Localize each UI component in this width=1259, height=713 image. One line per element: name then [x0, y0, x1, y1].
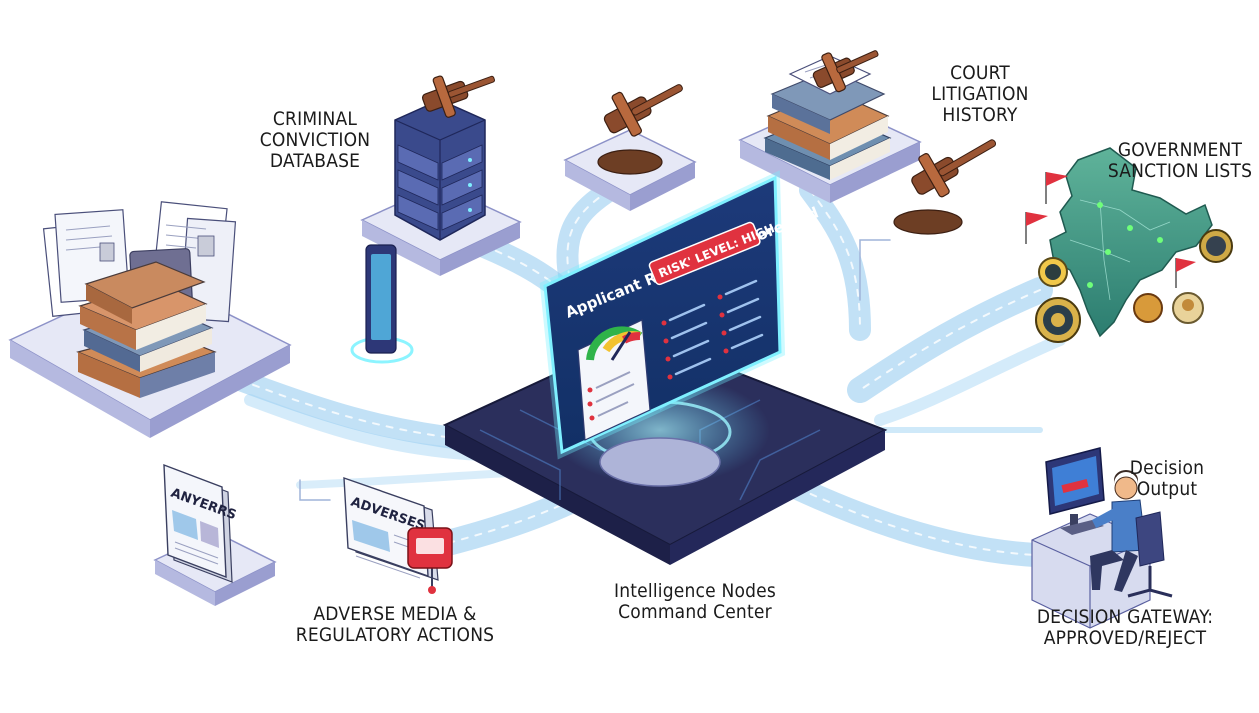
gavel-standalone	[893, 139, 997, 235]
label-line: CRIMINAL	[272, 108, 358, 130]
label-line: REGULATORY ACTIONS	[295, 624, 495, 646]
label-criminal-conviction-database: CRIMINAL CONVICTION DATABASE	[250, 109, 380, 172]
person-icon	[1090, 470, 1147, 592]
government-sanctions	[1025, 147, 1233, 343]
newspaper-icon: ANYERRS	[163, 463, 238, 583]
gavel-icon	[812, 50, 879, 93]
phone-icon	[350, 244, 414, 364]
gavel-hub-platform	[563, 84, 697, 211]
label-line: DECISION GATEWAY:	[1036, 606, 1214, 628]
gavel-icon	[421, 75, 495, 118]
label-line: Decision	[1129, 457, 1205, 479]
label-line: Intelligence Nodes	[613, 580, 777, 602]
label-command-center: Intelligence Nodes Command Center	[600, 581, 790, 623]
criminal-database-platform	[360, 75, 522, 276]
label-line: Output	[1136, 478, 1198, 500]
alert-icon	[407, 527, 453, 594]
stream-gavel-hub	[556, 179, 621, 291]
adverse-media-left: ANYERRS	[153, 463, 277, 606]
label-line: COURT	[950, 62, 1010, 84]
gavel-icon	[911, 139, 997, 198]
label-line: APPROVED/REJECT	[1043, 627, 1207, 649]
label-line: LITIGATION	[931, 83, 1029, 105]
label-line: ADVERSE MEDIA &	[313, 603, 477, 625]
seal-icon	[1035, 229, 1233, 343]
computer-workstation-icon	[1045, 447, 1105, 535]
label-adverse-media: ADVERSE MEDIA & REGULATORY ACTIONS	[290, 604, 500, 646]
gavel-icon	[603, 84, 683, 137]
label-line: Command Center	[618, 601, 772, 623]
stream-government	[847, 277, 1053, 403]
adverse-media-center: ADVERSES	[343, 476, 453, 594]
label-government-sanction-lists: GOVERNMENT SANCTION LISTS	[1105, 140, 1255, 182]
label-line: CONVICTION	[259, 129, 371, 151]
decision-workstation	[1031, 447, 1173, 629]
scorecard-rows	[668, 279, 764, 376]
label-decision-gateway: DECISION GATEWAY: APPROVED/REJECT	[1025, 607, 1225, 649]
book-stack-icon	[76, 261, 217, 398]
label-court-litigation-history: COURT LITIGATION HISTORY	[915, 63, 1045, 126]
stream-court	[799, 179, 871, 341]
chair	[1127, 511, 1173, 598]
flag-icon	[1025, 172, 1196, 288]
label-line: HISTORY	[942, 104, 1018, 126]
court-platform	[738, 50, 922, 203]
scorecard-screen: Applicant Risk Profile Scorecard RISK' L…	[539, 170, 821, 460]
label-line: GOVERNMENT	[1117, 139, 1243, 161]
server-rack-icon	[394, 99, 486, 241]
label-line: DATABASE	[269, 150, 361, 172]
gauge-icon	[577, 319, 651, 441]
label-decision-output: Decision Output	[1112, 458, 1222, 500]
label-line: SANCTION LISTS	[1107, 160, 1253, 182]
documents-platform	[8, 201, 292, 438]
india-map-icon	[1049, 147, 1213, 338]
